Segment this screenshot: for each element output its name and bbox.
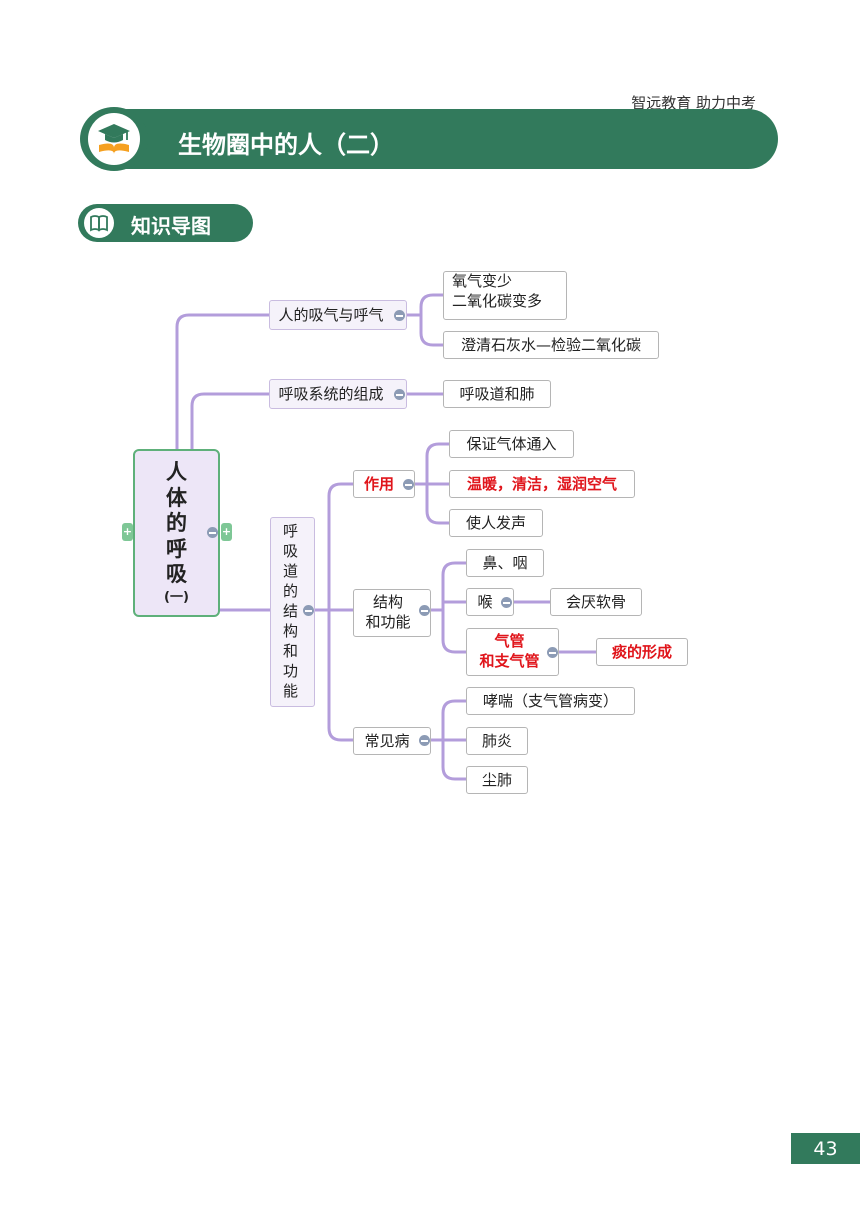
collapse-icon[interactable]	[419, 735, 430, 746]
branch-char: 能	[282, 681, 298, 700]
group-label: 作用	[363, 474, 394, 493]
leaf-text: 会厌软骨	[565, 592, 626, 611]
root-char: 呼	[166, 536, 187, 561]
leaf-pneumonia[interactable]: 肺炎	[466, 727, 528, 755]
leaf-text: 呼吸道和肺	[459, 384, 535, 403]
branch-char: 和	[282, 641, 298, 660]
page-title: 生物圈中的人（二）	[178, 131, 394, 159]
node-trachea-bronchi[interactable]: 气管 和支气管	[466, 628, 559, 676]
leaf-text: 尘肺	[481, 770, 512, 789]
group-common-diseases[interactable]: 常见病	[353, 727, 431, 755]
leaf-text: 肺炎	[481, 731, 512, 750]
collapse-icon[interactable]	[403, 479, 414, 490]
group-label: 常见病	[364, 731, 410, 750]
leaf-airway-lungs[interactable]: 呼吸道和肺	[443, 380, 551, 408]
leaf-epiglottis[interactable]: 会厌软骨	[550, 588, 642, 616]
expand-right-icon[interactable]: +	[221, 523, 232, 541]
group-structure-function[interactable]: 结构 和功能	[353, 589, 431, 637]
leaf-ensure-airflow[interactable]: 保证气体通入	[449, 430, 574, 458]
collapse-icon[interactable]	[501, 597, 512, 608]
group-label-line: 和功能	[365, 613, 411, 631]
branch-char: 功	[282, 661, 298, 680]
root-char: 吸	[166, 562, 187, 587]
node-line: 和支气管	[479, 652, 540, 670]
collapse-icon[interactable]	[419, 605, 430, 616]
leaf-pneumoconiosis[interactable]: 尘肺	[466, 766, 528, 794]
leaf-voice[interactable]: 使人发声	[449, 509, 543, 537]
section-heading: 知识导图	[131, 214, 211, 238]
collapse-icon[interactable]	[394, 389, 405, 400]
branch-inhale-exhale[interactable]: 人的吸气与呼气	[269, 300, 407, 330]
branch-label: 人的吸气与呼气	[278, 305, 384, 324]
node-line: 气管	[494, 632, 525, 651]
expand-left-icon[interactable]: +	[122, 523, 133, 541]
leaf-line: 氧气变少	[452, 272, 513, 290]
brand-slogan: 智远教育 助力中考	[631, 94, 756, 112]
leaf-text: 鼻、咽	[482, 553, 528, 572]
leaf-text: 哮喘（支气管病变）	[482, 691, 618, 710]
leaf-text: 痰的形成	[611, 642, 672, 661]
leaf-line: 二氧化碳变多	[452, 291, 543, 310]
root-subtitle: (一)	[164, 590, 189, 606]
book-icon	[84, 208, 114, 238]
collapse-icon[interactable]	[207, 527, 218, 538]
leaf-asthma[interactable]: 哮喘（支气管病变）	[466, 687, 635, 715]
graduation-cap-logo-icon	[80, 107, 148, 171]
branch-char: 的	[282, 582, 298, 601]
branch-char: 构	[282, 621, 298, 640]
branch-char: 呼	[282, 522, 298, 541]
root-node-human-respiration[interactable]: 人 体 的 呼 吸 (一)	[133, 449, 220, 617]
leaf-text: 保证气体通入	[466, 434, 557, 453]
group-label-line: 结构	[372, 593, 403, 612]
collapse-icon[interactable]	[303, 605, 314, 616]
leaf-text: 澄清石灰水—检验二氧化碳	[460, 335, 641, 354]
leaf-oxygen-co2[interactable]: 氧气变少 二氧化碳变多	[443, 271, 567, 320]
leaf-text: 喉	[477, 592, 493, 611]
leaf-phlegm-formation[interactable]: 痰的形成	[596, 638, 688, 666]
leaf-larynx[interactable]: 喉	[466, 588, 514, 616]
branch-label: 呼吸系统的组成	[278, 384, 384, 403]
leaf-text: 温暖，清洁，湿润空气	[466, 474, 617, 493]
branch-char: 道	[282, 562, 298, 581]
title-banner	[112, 109, 778, 169]
page-number: 43	[791, 1133, 860, 1164]
branch-char: 结	[282, 602, 298, 621]
root-char: 的	[166, 511, 187, 536]
branch-char: 吸	[282, 542, 298, 561]
leaf-nose-pharynx[interactable]: 鼻、咽	[466, 549, 544, 577]
collapse-icon[interactable]	[394, 310, 405, 321]
root-char: 人	[166, 460, 187, 485]
root-char: 体	[166, 485, 187, 510]
leaf-text: 使人发声	[465, 513, 526, 532]
leaf-limewater-test[interactable]: 澄清石灰水—检验二氧化碳	[443, 331, 659, 359]
leaf-warm-clean-moisten[interactable]: 温暖，清洁，湿润空气	[449, 470, 635, 498]
collapse-icon[interactable]	[547, 647, 558, 658]
branch-respiratory-system[interactable]: 呼吸系统的组成	[269, 379, 407, 409]
